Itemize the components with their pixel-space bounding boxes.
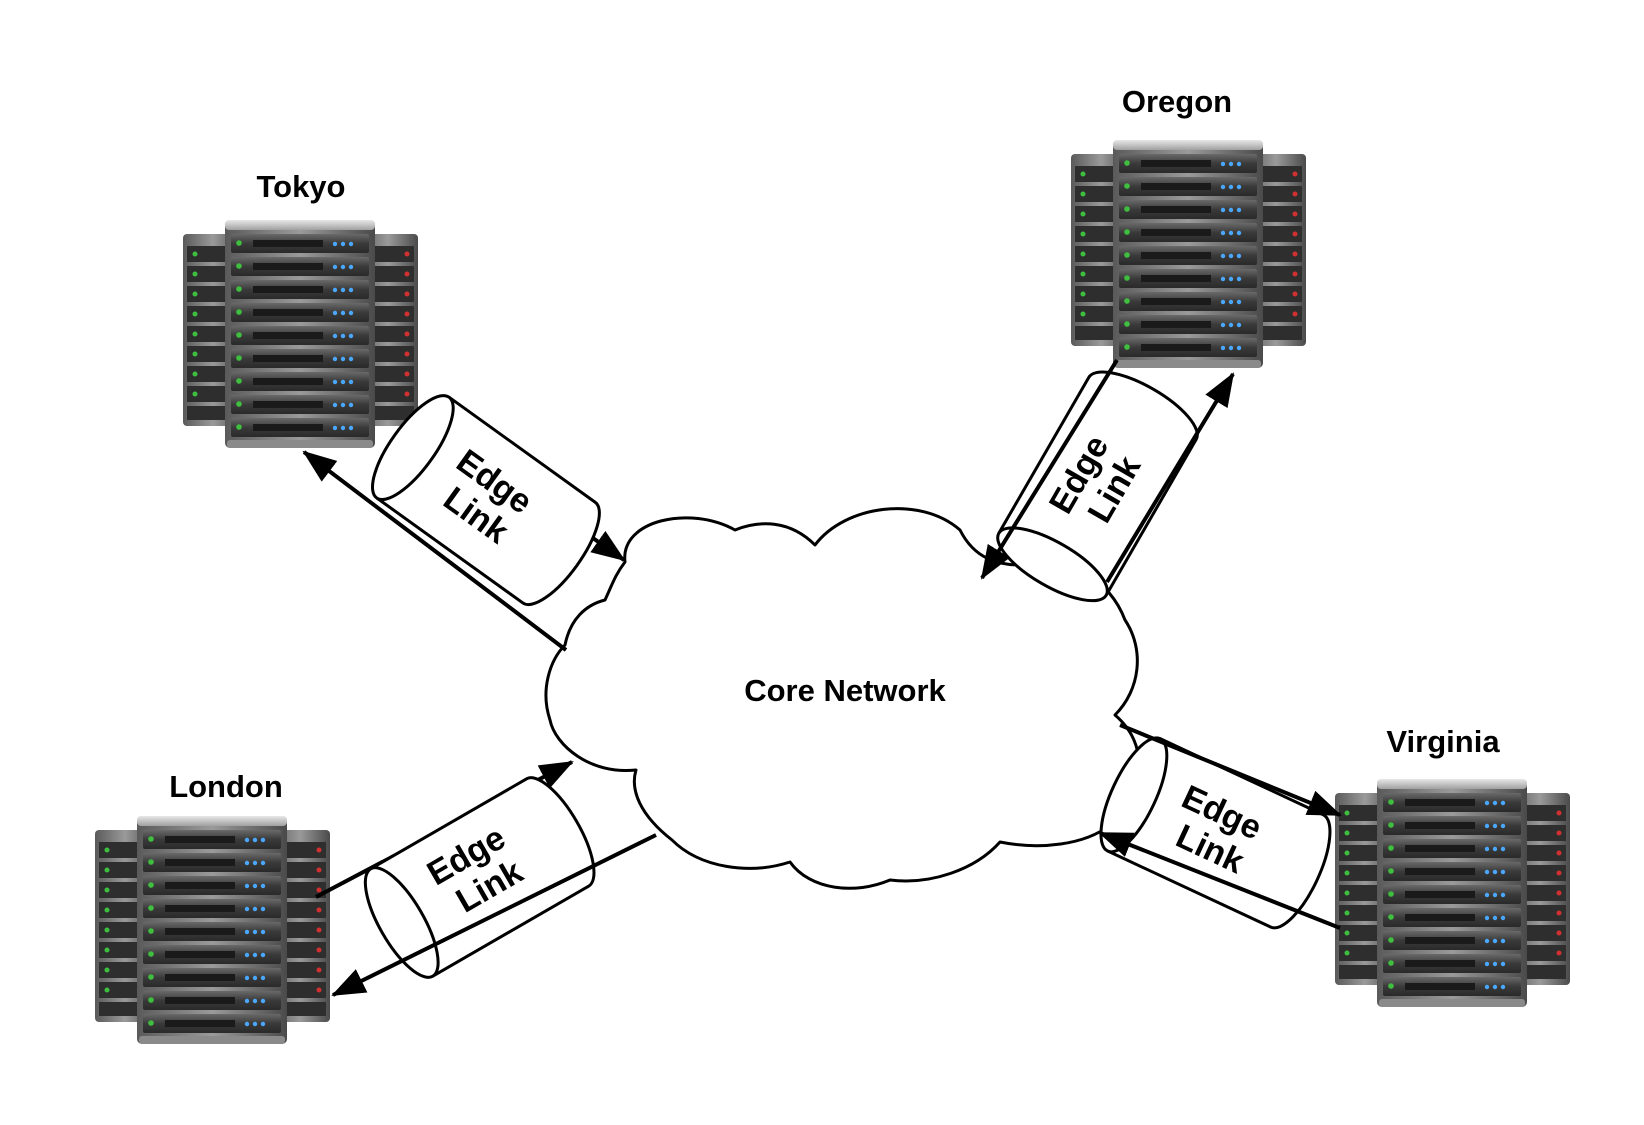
core-network-cloud bbox=[544, 507, 1141, 890]
edge-link-tokyo: Edge Link bbox=[302, 382, 626, 652]
server-rack-virginia bbox=[1335, 779, 1570, 1007]
core-network-label: Core Network bbox=[744, 673, 946, 708]
server-rack-tokyo bbox=[183, 220, 418, 448]
server-rack-oregon bbox=[1071, 140, 1306, 368]
edge-link-london: Edge Link bbox=[315, 760, 657, 997]
site-label-london: London bbox=[169, 769, 283, 804]
site-label-oregon: Oregon bbox=[1122, 84, 1232, 119]
server-rack-london bbox=[95, 816, 330, 1044]
edge-link-virginia: Edge Link bbox=[1086, 723, 1345, 938]
edge-link-oregon: Edge Link bbox=[980, 356, 1235, 616]
site-label-tokyo: Tokyo bbox=[257, 169, 346, 204]
site-label-virginia: Virginia bbox=[1386, 724, 1500, 759]
